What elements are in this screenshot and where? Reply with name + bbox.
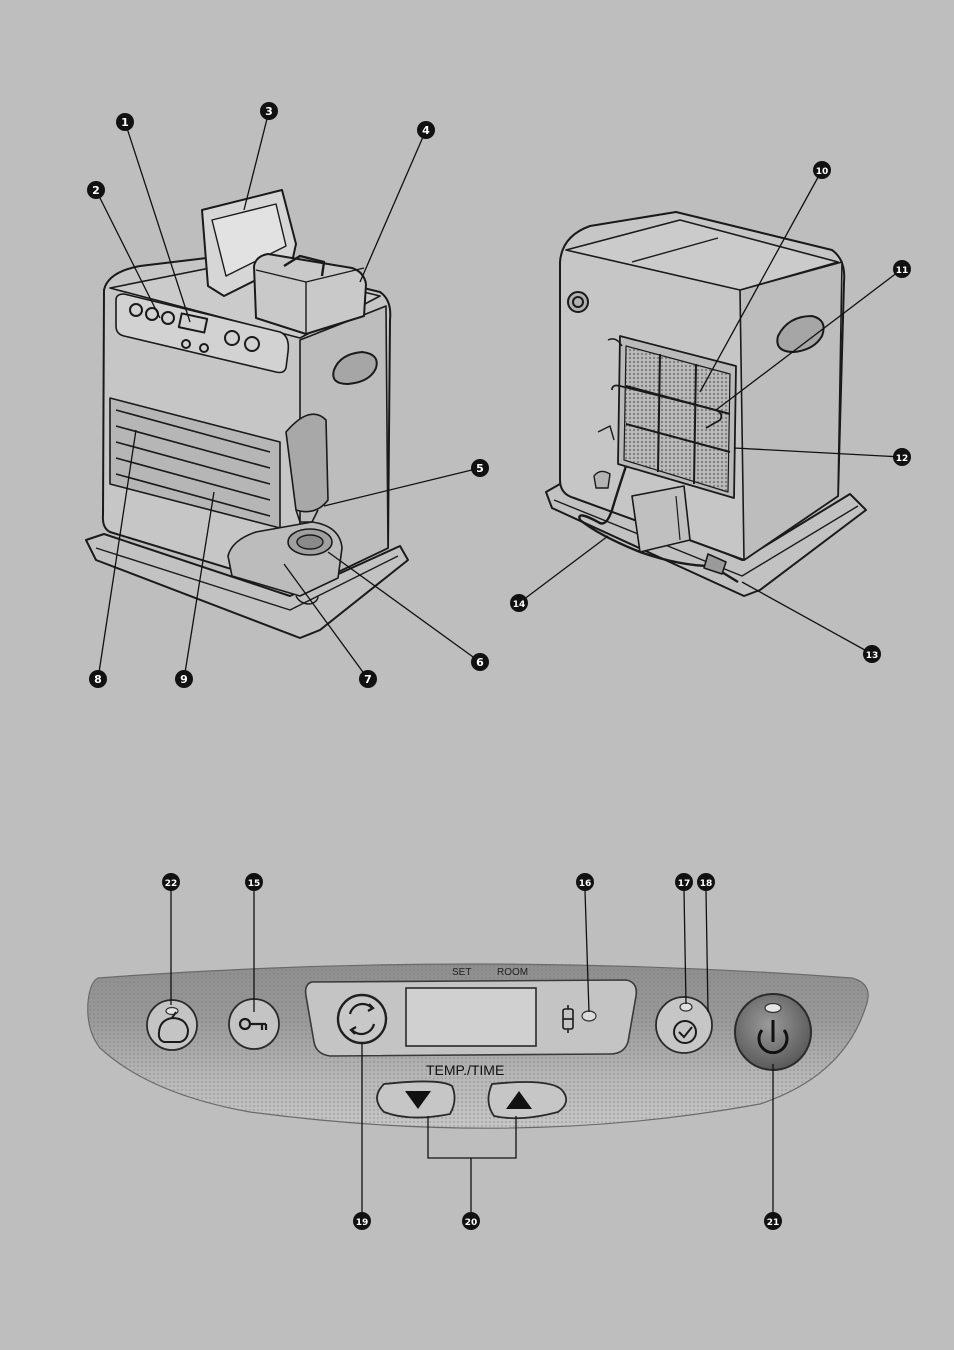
lcd-display <box>405 987 537 1047</box>
piggy-bank-icon <box>157 1011 190 1043</box>
callout-17: 17 <box>675 873 693 891</box>
power-indicator-led <box>764 1002 782 1014</box>
svg-text:14: 14 <box>513 600 526 610</box>
circular-arrows-icon <box>348 1002 376 1036</box>
child-lock-button[interactable] <box>228 998 280 1050</box>
svg-text:1: 1 <box>121 116 129 129</box>
back-heater-illustration <box>545 211 867 597</box>
svg-text:13: 13 <box>866 651 879 661</box>
svg-text:15: 15 <box>248 879 261 889</box>
svg-text:2: 2 <box>92 184 100 197</box>
svg-text:22: 22 <box>165 879 178 889</box>
svg-text:4: 4 <box>422 124 430 137</box>
callout-1: 1 <box>116 113 134 131</box>
front-heater-illustration <box>85 189 409 639</box>
checkmark-circle-icon <box>673 1020 697 1044</box>
callout-15: 15 <box>245 873 263 891</box>
callout-10: 10 <box>813 161 831 179</box>
svg-text:3: 3 <box>265 105 273 118</box>
callout-18: 18 <box>697 873 715 891</box>
callout-6: 6 <box>471 653 489 671</box>
callout-2: 2 <box>87 181 105 199</box>
callout-4: 4 <box>417 121 435 139</box>
svg-text:11: 11 <box>896 266 909 276</box>
temp-up-button[interactable] <box>487 1081 568 1120</box>
back-leader-lines <box>518 169 903 655</box>
fuel-indicator <box>562 1005 597 1033</box>
svg-text:18: 18 <box>700 879 713 889</box>
callout-14: 14 <box>510 594 528 612</box>
temp-down-button[interactable] <box>376 1080 456 1119</box>
callout-7: 7 <box>359 670 377 688</box>
svg-text:7: 7 <box>364 673 372 686</box>
svg-text:16: 16 <box>579 879 592 889</box>
svg-text:17: 17 <box>678 879 691 889</box>
timer-button[interactable] <box>655 996 713 1054</box>
svg-text:20: 20 <box>465 1218 478 1228</box>
callout-9: 9 <box>175 670 193 688</box>
triangle-down-icon <box>405 1091 431 1109</box>
callout-16: 16 <box>576 873 594 891</box>
temp-time-label: TEMP./TIME <box>426 1062 504 1078</box>
mode-button[interactable] <box>336 993 388 1045</box>
callout-3: 3 <box>260 102 278 120</box>
callout-21: 21 <box>764 1212 782 1230</box>
svg-text:10: 10 <box>816 167 829 177</box>
front-leader-lines <box>95 110 481 680</box>
svg-text:5: 5 <box>476 462 484 475</box>
svg-text:21: 21 <box>767 1218 780 1228</box>
svg-text:19: 19 <box>356 1218 369 1228</box>
drip-tray <box>85 533 409 639</box>
power-button[interactable] <box>734 993 812 1071</box>
front-control-panel <box>115 293 290 374</box>
callout-19: 19 <box>353 1212 371 1230</box>
eco-button[interactable] <box>146 999 198 1051</box>
callout-20: 20 <box>462 1212 480 1230</box>
svg-text:6: 6 <box>476 656 484 669</box>
callout-11: 11 <box>893 260 911 278</box>
set-label: SET <box>452 967 471 978</box>
fuel-gauge-icon <box>562 1005 574 1033</box>
callout-12: 12 <box>893 448 911 466</box>
callout-badges: 1 2 3 4 5 6 7 8 9 10 11 12 13 14 22 15 1… <box>87 102 911 1230</box>
callout-22: 22 <box>162 873 180 891</box>
triangle-up-icon <box>506 1091 532 1109</box>
callout-5: 5 <box>471 459 489 477</box>
svg-text:8: 8 <box>94 673 102 686</box>
fuel-indicator-led <box>581 1010 597 1022</box>
power-cord <box>578 465 739 584</box>
timer-indicator-led <box>679 1002 693 1012</box>
room-label: ROOM <box>497 967 528 978</box>
key-icon <box>238 1017 268 1031</box>
panel-leader-lines <box>170 890 774 1212</box>
svg-text:9: 9 <box>180 673 188 686</box>
svg-text:12: 12 <box>896 454 909 464</box>
power-icon <box>757 1020 789 1055</box>
callout-13: 13 <box>863 645 881 663</box>
callout-8: 8 <box>89 670 107 688</box>
